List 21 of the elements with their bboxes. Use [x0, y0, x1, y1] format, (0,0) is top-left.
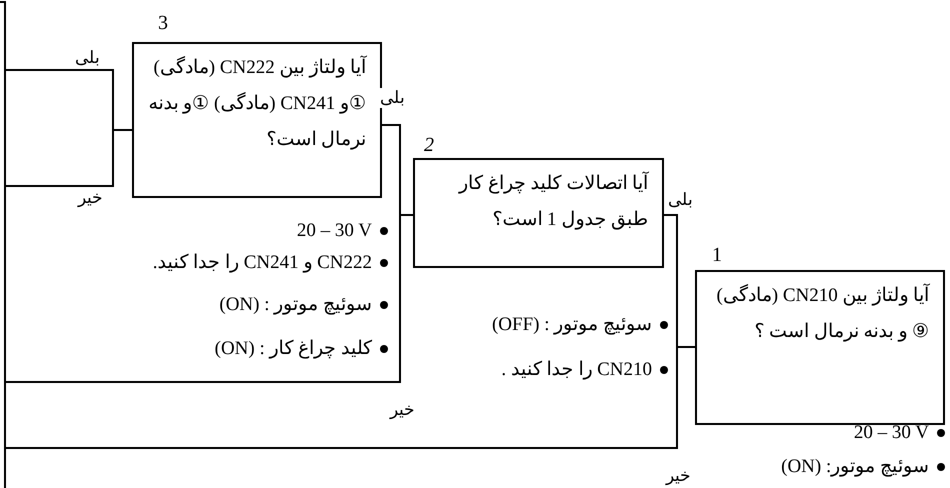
question-text: آیا ولتاژ بین CN210 (مادگی) ⑨ و بدنه نرمال است ؟ [715, 282, 929, 344]
condition-text: CN222 و CN241 را جدا کنید. [152, 251, 372, 275]
decision-box [132, 42, 382, 198]
edge-label: بلی [380, 88, 405, 108]
condition-text: CN210 را جدا کنید . [501, 358, 652, 382]
connector-line [5, 129, 132, 187]
decision-box [695, 270, 945, 425]
edge-label: بلی [668, 190, 693, 210]
condition-text: سوئیچ موتور : (OFF) [492, 313, 652, 337]
decision-box [413, 158, 664, 268]
edge-label: بلی [75, 48, 100, 68]
question-text: آیا اتصالات کلید چراغ کار طبق جدول 1 است؟ [457, 170, 648, 232]
condition-text: 20 – 30 V [296, 219, 372, 243]
condition-text: سوئیچ موتور : (ON) [219, 293, 372, 317]
condition-text: سوئیچ موتور: (ON) [781, 455, 929, 479]
step-number: 2 [424, 134, 434, 156]
question-text: آیا ولتاژ بین CN222 (مادگی) ①و CN241 (مادگی) ①و بدنه نرمال است؟ [147, 54, 366, 152]
step-number: 1 [712, 244, 722, 266]
condition-text: کلید چراغ کار : (ON) [214, 337, 372, 361]
step-number: 3 [158, 12, 168, 34]
condition-text: 20 – 30 V [854, 421, 929, 445]
